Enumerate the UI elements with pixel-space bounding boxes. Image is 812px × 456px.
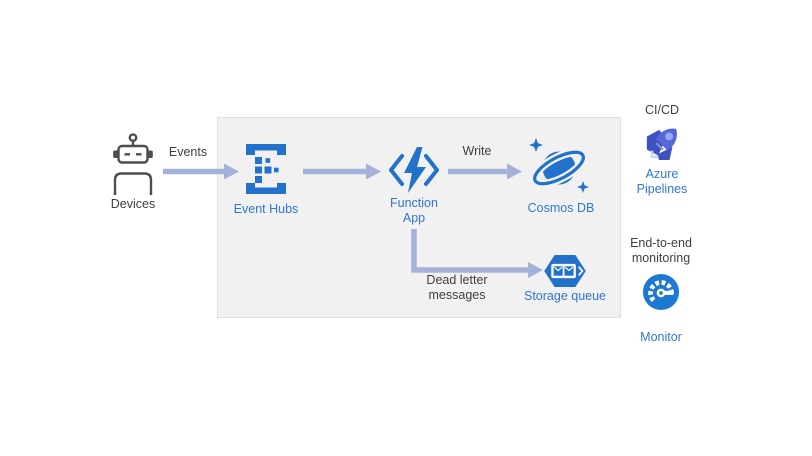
node-function-app <box>388 146 440 194</box>
edge-label-events: Events <box>168 145 208 159</box>
node-event-hubs <box>242 142 290 196</box>
storage-queue-label: Storage queue <box>523 289 606 303</box>
storage-queue-icon <box>544 254 586 288</box>
devices-label: Devices <box>110 197 156 211</box>
node-monitor <box>642 273 680 311</box>
devices-robot-icon <box>113 133 153 195</box>
cosmos-db-icon <box>529 138 589 193</box>
cosmos-db-label: Cosmos DB <box>527 201 595 215</box>
node-cosmos-db <box>528 137 592 197</box>
azure-pipelines-label: Azure Pipelines <box>636 167 688 196</box>
event-hubs-icon <box>246 144 286 194</box>
edge-label-dead-letter: Dead letter messages <box>426 273 488 302</box>
node-devices <box>108 132 158 196</box>
azure-pipelines-icon <box>646 128 677 161</box>
monitor-label: Monitor <box>640 330 682 344</box>
function-app-label: Function App <box>390 196 438 225</box>
event-hubs-label: Event Hubs <box>233 202 299 216</box>
function-app-icon <box>389 147 439 193</box>
node-azure-pipelines <box>645 126 679 162</box>
monitoring-caption: End-to-end monitoring <box>630 236 692 265</box>
cicd-caption: CI/CD <box>644 103 680 117</box>
node-storage-queue <box>543 254 587 288</box>
monitor-icon <box>642 273 680 311</box>
edge-label-write: Write <box>462 144 492 158</box>
